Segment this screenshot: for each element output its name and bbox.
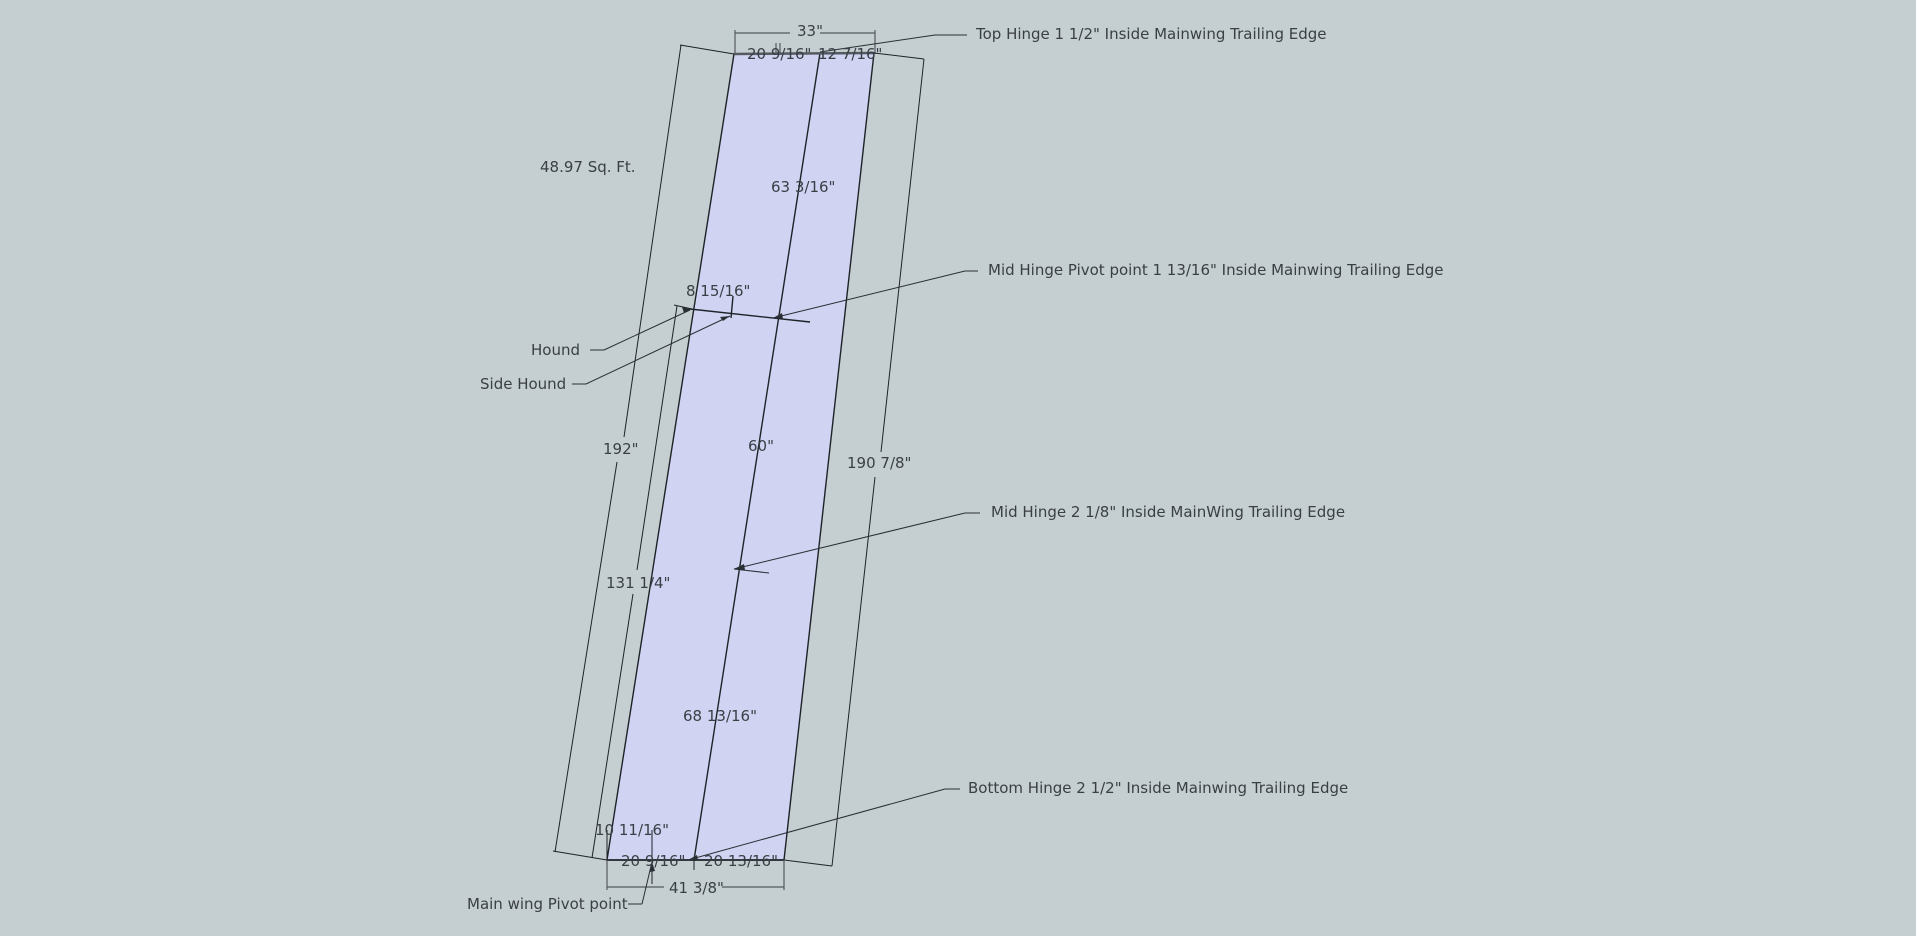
callout-top-hinge: Top Hinge 1 1/2" Inside Mainwing Trailin…	[976, 25, 1327, 43]
dim-left-length-label: 192"	[603, 440, 639, 458]
dim-left-length	[552, 44, 735, 861]
dim-hound-offset-label: 8 15/16"	[686, 282, 751, 300]
callout-hound: Hound	[531, 341, 580, 359]
dim-bottom-total-label: 41 3/8"	[669, 879, 724, 897]
dim-top-right-label: 12 7/16"	[818, 45, 883, 63]
callout-mid-hinge-pivot: Mid Hinge Pivot point 1 13/16" Inside Ma…	[988, 261, 1444, 279]
callout-main-wing-pivot: Main wing Pivot point	[467, 895, 628, 913]
rudder-panel-shape	[606, 52, 875, 861]
arrow-heads	[650, 307, 783, 872]
dim-top-left-label: 20 9/16"	[747, 45, 812, 63]
dim-top-total	[734, 30, 876, 55]
dim-right-length	[783, 52, 925, 867]
hound-line	[689, 295, 811, 323]
dim-lower-left-label: 131 1/4"	[606, 574, 671, 592]
top-edge	[733, 51, 875, 56]
dim-bottom-left-label: 20 9/16"	[621, 852, 686, 870]
hinge-line	[693, 52, 821, 861]
dim-pivot-offset-label: 10 11/16"	[595, 821, 669, 839]
callout-side-hound: Side Hound	[480, 375, 567, 393]
dim-mid-span-label: 60"	[748, 437, 774, 455]
dim-bottom-total	[606, 860, 785, 890]
dim-pivot-offset	[606, 830, 695, 884]
dim-bottom-right-label: 20 13/16"	[704, 852, 778, 870]
leader-lines	[572, 34, 980, 905]
dim-top-total-label: 33"	[797, 22, 823, 40]
dim-lower-left	[591, 304, 693, 859]
area-label: 48.97 Sq. Ft.	[540, 158, 636, 176]
callout-bottom-hinge: Bottom Hinge 2 1/2" Inside Mainwing Trai…	[968, 779, 1349, 797]
dim-right-length-label: 190 7/8"	[847, 454, 912, 472]
dim-lower-hinge-span-label: 68 13/16"	[683, 707, 757, 725]
dim-upper-hinge-span-label: 63 3/16"	[771, 178, 836, 196]
callout-mid-hinge: Mid Hinge 2 1/8" Inside MainWing Trailin…	[991, 503, 1346, 521]
